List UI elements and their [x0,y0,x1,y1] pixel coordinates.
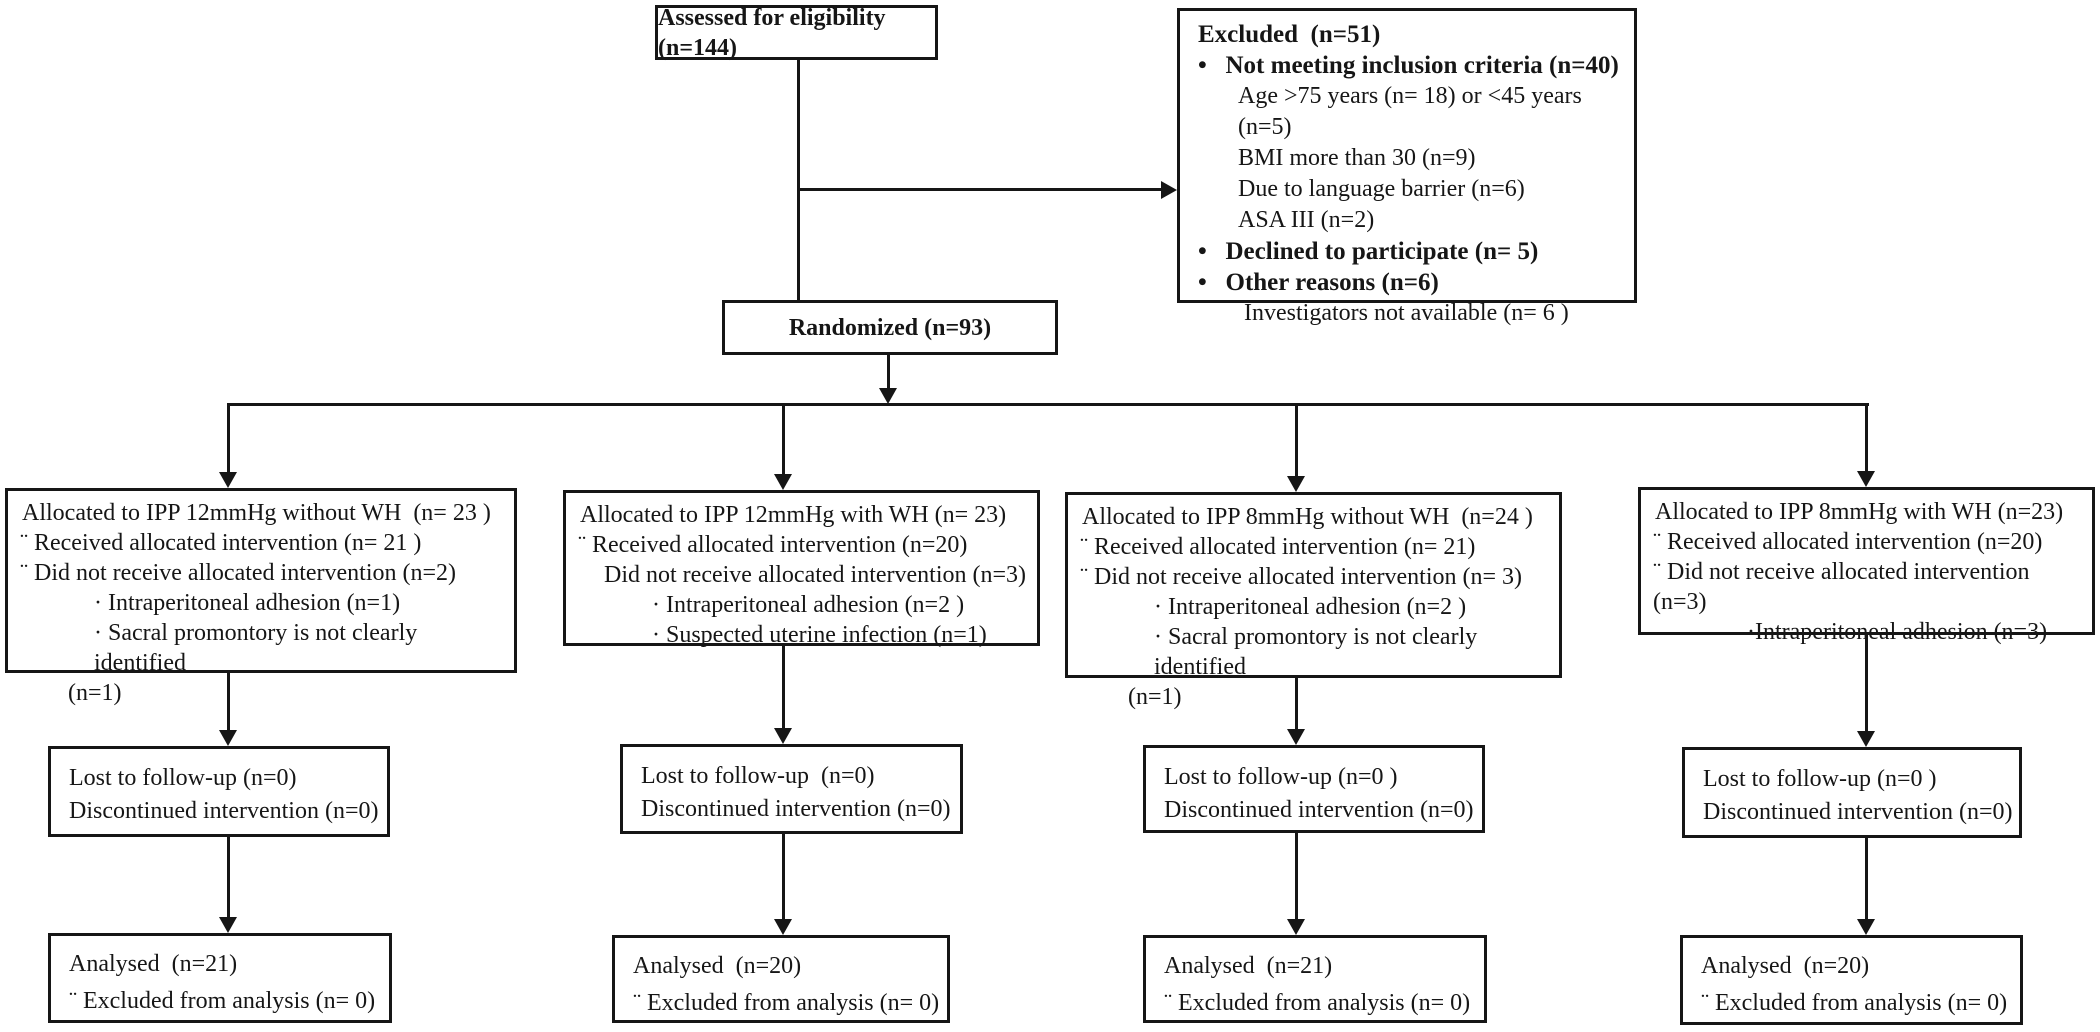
analysed-box-arm2: Analysed (n=20) ¨ Excluded from analysis… [612,935,950,1023]
allocation-line: ¨ Did not receive allocated intervention… [20,560,457,586]
analysed-line: ¨ Excluded from analysis (n= 0) [1164,990,1471,1016]
arrowhead-arm1-fu [219,730,237,746]
analysed-box-arm3: Analysed (n=21) ¨ Excluded from analysis… [1143,935,1487,1023]
arrowhead-arm3-an [1287,919,1305,935]
connector-arm4-alloc [1865,403,1868,472]
arrowhead-arm4-fu [1857,731,1875,747]
connector-arm3-alloc [1295,403,1298,477]
allocation-box-arm4: Allocated to IPP 8mmHg with WH (n=23) ¨ … [1638,487,2095,645]
randomized-box: Randomized (n=93) [722,300,1058,355]
connector-distribution [228,403,1869,406]
allocation-line: (n=1) [1128,684,1182,710]
followup-line: Discontinued intervention (n=0) [641,796,951,822]
allocation-line: ¨ Received allocated intervention (n=20) [1653,529,2043,555]
allocation-line: · Sacral promontory is not clearly ident… [1154,624,1484,680]
allocation-line: (n=1) [68,680,122,706]
allocation-line: ¨ Received allocated intervention (n= 21… [1080,534,1476,560]
excluded-item: BMI more than 30 (n=9) [1238,145,1476,171]
connector-arm1-an [227,837,230,918]
allocation-line: Allocated to IPP 8mmHg with WH (n=23) [1655,499,2064,525]
analysed-line: ¨ Excluded from analysis (n= 0) [1701,990,2008,1016]
assessed-label: Assessed for eligibility (n=144) [658,4,892,61]
excluded-item: • Declined to participate (n= 5) [1198,238,1539,265]
arrowhead-arm1-an [219,917,237,933]
analysed-line: Analysed (n=20) [633,953,802,979]
followup-line: Discontinued intervention (n=0) [1164,797,1474,823]
connector-assessed-down [797,60,800,190]
analysed-line: ¨ Excluded from analysis (n= 0) [69,988,376,1014]
excluded-box: Excluded (n=51) • Not meeting inclusion … [1177,8,1637,326]
arrowhead-arm2-alloc [774,474,792,490]
allocation-line: · Intraperitoneal adhesion (n=2 ) [652,592,965,618]
connector-arm3-fu [1295,678,1298,730]
arrowhead-arm4-alloc [1857,471,1875,487]
followup-box-arm2: Lost to follow-up (n=0) Discontinued int… [620,744,963,834]
allocation-line: ·Intraperitoneal adhesion (n=3) [1747,619,2048,645]
analysed-box-arm4: Analysed (n=20) ¨ Excluded from analysis… [1680,935,2023,1025]
connector-excluded-branch [797,188,1161,191]
connector-arm4-fu [1865,635,1868,732]
arrowhead-randomized-drop [879,388,897,404]
allocation-box-arm2: Allocated to IPP 12mmHg with WH (n= 23) … [563,490,1040,648]
arrowhead-arm3-fu [1287,729,1305,745]
excluded-item: • Not meeting inclusion criteria (n=40) [1198,52,1619,79]
excluded-item: ASA III (n=2) [1238,207,1375,233]
connector-arm2-an [782,834,785,920]
allocation-line: Allocated to IPP 12mmHg without WH (n= 2… [22,500,491,526]
allocation-line: ¨ Did not receive allocated intervention… [1653,559,2042,615]
randomized-label: Randomized (n=93) [788,314,992,341]
allocation-line: Did not receive allocated intervention (… [604,562,1027,588]
analysed-box-arm1: Analysed (n=21) ¨ Excluded from analysis… [48,933,392,1023]
excluded-title: Excluded (n=51) [1198,21,1381,48]
excluded-item: • Other reasons (n=6) [1198,269,1439,296]
excluded-item: Investigators not available (n= 6 ) [1244,300,1569,326]
followup-line: Lost to follow-up (n=0) [69,765,297,791]
arrowhead-excluded [1161,181,1177,199]
arrowhead-arm4-an [1857,919,1875,935]
followup-line: Lost to follow-up (n=0 ) [1164,764,1398,790]
connector-arm3-an [1295,833,1298,920]
allocation-box-arm1: Allocated to IPP 12mmHg without WH (n= 2… [5,488,517,706]
allocation-line: ¨ Received allocated intervention (n= 21… [20,530,422,556]
allocation-line: · Intraperitoneal adhesion (n=1) [94,590,401,616]
analysed-line: ¨ Excluded from analysis (n= 0) [633,990,940,1016]
excluded-item: Due to language barrier (n=6) [1238,176,1525,202]
assessed-box: Assessed for eligibility (n=144) [655,4,938,61]
allocation-line: · Suspected uterine infection (n=1) [652,622,987,648]
arrowhead-arm2-an [774,919,792,935]
followup-box-arm3: Lost to follow-up (n=0 ) Discontinued in… [1143,745,1485,833]
followup-line: Discontinued intervention (n=0) [1703,799,2013,825]
connector-to-randomized [797,188,800,300]
allocation-line: ¨ Did not receive allocated intervention… [1080,564,1523,590]
connector-arm1-alloc [227,403,230,473]
connector-arm4-an [1865,838,1868,920]
followup-box-arm1: Lost to follow-up (n=0) Discontinued int… [48,746,390,837]
allocation-line: Allocated to IPP 12mmHg with WH (n= 23) [580,502,1007,528]
connector-randomized-drop [887,355,890,391]
followup-line: Lost to follow-up (n=0) [641,763,875,789]
connector-arm2-alloc [782,403,785,475]
followup-line: Discontinued intervention (n=0) [69,798,379,824]
allocation-line: Allocated to IPP 8mmHg without WH (n=24 … [1082,504,1533,530]
excluded-item: Age >75 years (n= 18) or <45 years (n=5) [1238,83,1588,140]
arrowhead-arm3-alloc [1287,476,1305,492]
allocation-line: · Sacral promontory is not clearly ident… [94,620,424,676]
connector-arm2-fu [782,646,785,729]
allocation-line: ¨ Received allocated intervention (n=20) [578,532,968,558]
analysed-line: Analysed (n=21) [1164,953,1333,979]
connector-arm1-fu [227,673,230,731]
arrowhead-arm1-alloc [219,472,237,488]
analysed-line: Analysed (n=21) [69,951,238,977]
arrowhead-arm2-fu [774,728,792,744]
analysed-line: Analysed (n=20) [1701,953,1870,979]
followup-line: Lost to follow-up (n=0 ) [1703,766,1937,792]
followup-box-arm4: Lost to follow-up (n=0 ) Discontinued in… [1682,747,2022,838]
allocation-box-arm3: Allocated to IPP 8mmHg without WH (n=24 … [1065,492,1562,710]
allocation-line: · Intraperitoneal adhesion (n=2 ) [1154,594,1467,620]
